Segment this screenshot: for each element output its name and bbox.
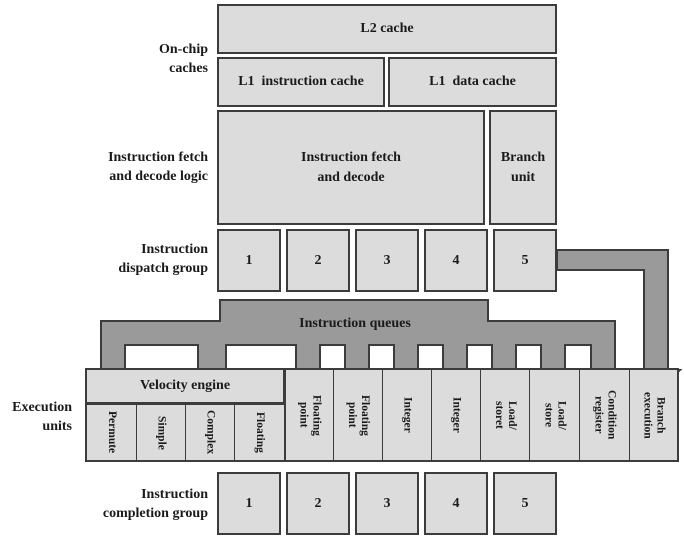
dispatch-slot: 5 (493, 229, 557, 292)
instruction-queues-label: Instruction queues (299, 316, 411, 331)
exec-unit-load-store: Load/storet (480, 370, 529, 460)
exec-unit-load-store: Load/store (529, 370, 579, 460)
dispatch-slot: 1 (217, 229, 281, 292)
exec-unit-floating: Floating (234, 404, 284, 460)
completion-slot: 4 (424, 472, 488, 535)
exec-unit-simple: Simple (136, 404, 185, 460)
velocity-engine: Velocity engine (85, 368, 285, 404)
l1-data-cache: L1 data cache (388, 57, 557, 107)
exec-unit-integer: Integer (382, 370, 431, 460)
exec-unit-integer: Integer (431, 370, 480, 460)
dispatch-slot: 3 (355, 229, 419, 292)
completion-slot: 5 (493, 472, 557, 535)
completion-slot: 1 (217, 472, 281, 535)
exec-unit-permute: Permute (87, 404, 136, 460)
completion-slot: 2 (286, 472, 350, 535)
dispatch-slot: 4 (424, 229, 488, 292)
exec-unit-complex: Complex (185, 404, 234, 460)
dispatch-slot: 2 (286, 229, 350, 292)
l2-cache: L2 cache (217, 4, 557, 54)
completion-slot: 3 (355, 472, 419, 535)
l1-instruction-cache: L1 instruction cache (217, 57, 385, 107)
